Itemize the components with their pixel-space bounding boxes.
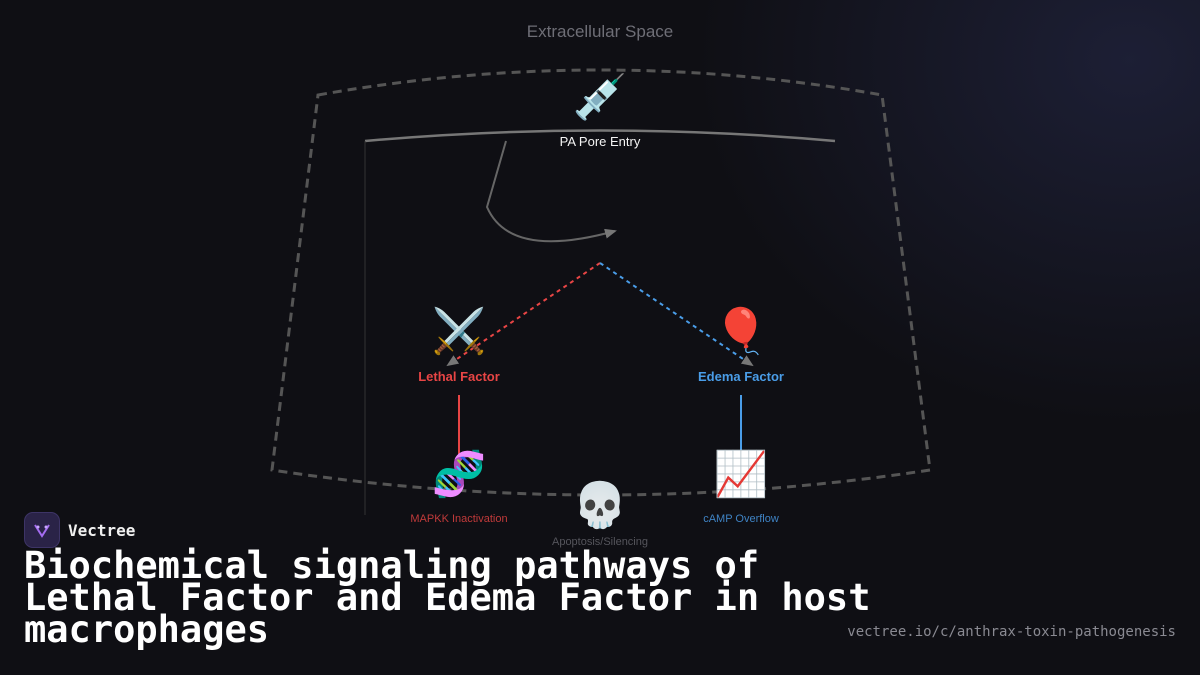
vectree-logo-icon [24,512,60,548]
inner-membrane [364,129,836,143]
brand[interactable]: Vectree [24,512,135,548]
cell-membrane [270,68,932,497]
camp-overflow-label: cAMP Overflow [703,513,779,525]
entry-arrow [485,140,617,243]
source-url[interactable]: vectree.io/c/anthrax-toxin-pathogenesis [847,624,1176,640]
syringe-icon: 💉 [572,73,628,122]
mapkk-inactivation-label: MAPKK Inactivation [410,513,508,525]
edema-factor-label: Edema Factor [698,369,784,384]
lethal-factor-label: Lethal Factor [418,369,500,384]
apoptosis-silencing-label: Apoptosis/Silencing [551,536,648,548]
edema-branch-arrow [599,262,754,367]
chart-increasing-icon: 📈 [713,450,769,499]
skull-icon: 💀 [572,481,628,530]
lethal-branch-arrow [446,262,601,367]
region-label: Extracellular Space [526,22,674,41]
crossed-swords-icon: ⚔️ [431,307,487,356]
dna-icon: 🧬 [431,450,487,499]
brand-name: Vectree [68,520,136,540]
balloon-icon: 🎈 [713,307,769,356]
page-title: Biochemical signaling pathways of Lethal… [24,544,871,651]
pa-pore-entry-label: PA Pore Entry [559,134,641,149]
